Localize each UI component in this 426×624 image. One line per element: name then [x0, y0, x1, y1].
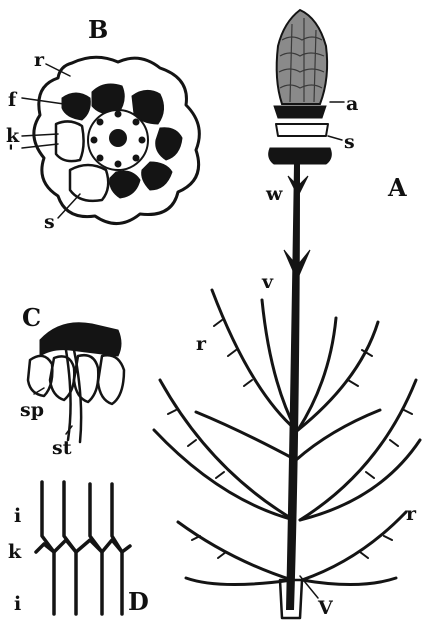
branch	[302, 512, 406, 580]
label-tick: ꞌ	[8, 141, 14, 163]
label-v-upper: v	[261, 271, 274, 293]
carinal-canal	[115, 111, 122, 118]
label-i-bottom: i	[14, 593, 21, 615]
tick	[348, 350, 372, 386]
annulus-ring-2	[269, 148, 332, 164]
carinal-canal	[91, 137, 98, 144]
label-r-left: r	[196, 333, 207, 355]
carinal-canal	[97, 155, 104, 162]
branch	[296, 410, 380, 460]
panel-b-letter: B	[88, 15, 108, 44]
label-v-lower: V	[317, 597, 334, 619]
label-s: s	[344, 131, 355, 153]
label-w: w	[265, 183, 283, 205]
label-sp: sp	[20, 399, 44, 421]
annulus-ring	[276, 124, 328, 136]
carinal-canal	[133, 119, 140, 126]
branch	[178, 522, 292, 580]
carinal-canal	[133, 155, 140, 162]
branch-whorls	[154, 290, 420, 585]
leader-f	[22, 98, 64, 104]
label-st: st	[52, 437, 72, 459]
branch	[298, 322, 378, 430]
sporangium-4	[98, 355, 124, 404]
tick	[214, 320, 252, 386]
label-i-top: i	[14, 505, 21, 527]
carinal-canal	[139, 137, 146, 144]
sporangiophore-head	[40, 323, 121, 356]
carinal-canal	[97, 119, 104, 126]
strobilus-cone	[277, 10, 327, 104]
central-canal	[109, 129, 127, 147]
panel-d-letter: D	[128, 587, 149, 616]
panel-d-stem-pattern: i k i D	[8, 482, 149, 616]
cone-base-ring	[274, 106, 326, 118]
panel-c-letter: C	[22, 303, 41, 332]
label-r: r	[34, 49, 45, 71]
label-r-right: r	[406, 503, 417, 525]
branch	[186, 578, 292, 585]
leader-k	[22, 134, 58, 136]
panel-c-sporangiophore: C sp st	[20, 303, 124, 459]
tick	[366, 410, 412, 478]
label-a: a	[346, 93, 358, 115]
tick	[192, 536, 226, 558]
leader-sp	[34, 388, 44, 394]
carinal-canal	[115, 161, 122, 168]
label-s: s	[44, 211, 55, 233]
sector-left	[56, 121, 84, 161]
bundle-bottom-1	[110, 171, 140, 198]
label-k: k	[8, 541, 22, 563]
bundle-right-2	[142, 162, 172, 190]
branch	[212, 290, 296, 430]
bundle-right-1	[156, 128, 182, 160]
sector-bottom-left	[70, 165, 108, 201]
label-f: f	[8, 89, 18, 111]
panel-a-shoot: A a s w v r r V	[154, 10, 420, 619]
stalk-2	[74, 350, 81, 442]
panel-a-letter: A	[387, 173, 407, 202]
leader-tick	[22, 144, 58, 148]
bundle-left-top	[62, 93, 90, 120]
main-stem	[286, 164, 300, 610]
branch	[302, 578, 396, 585]
leader-s	[328, 136, 342, 140]
panel-b-cross-section: B r f k ꞌ s	[6, 15, 199, 233]
